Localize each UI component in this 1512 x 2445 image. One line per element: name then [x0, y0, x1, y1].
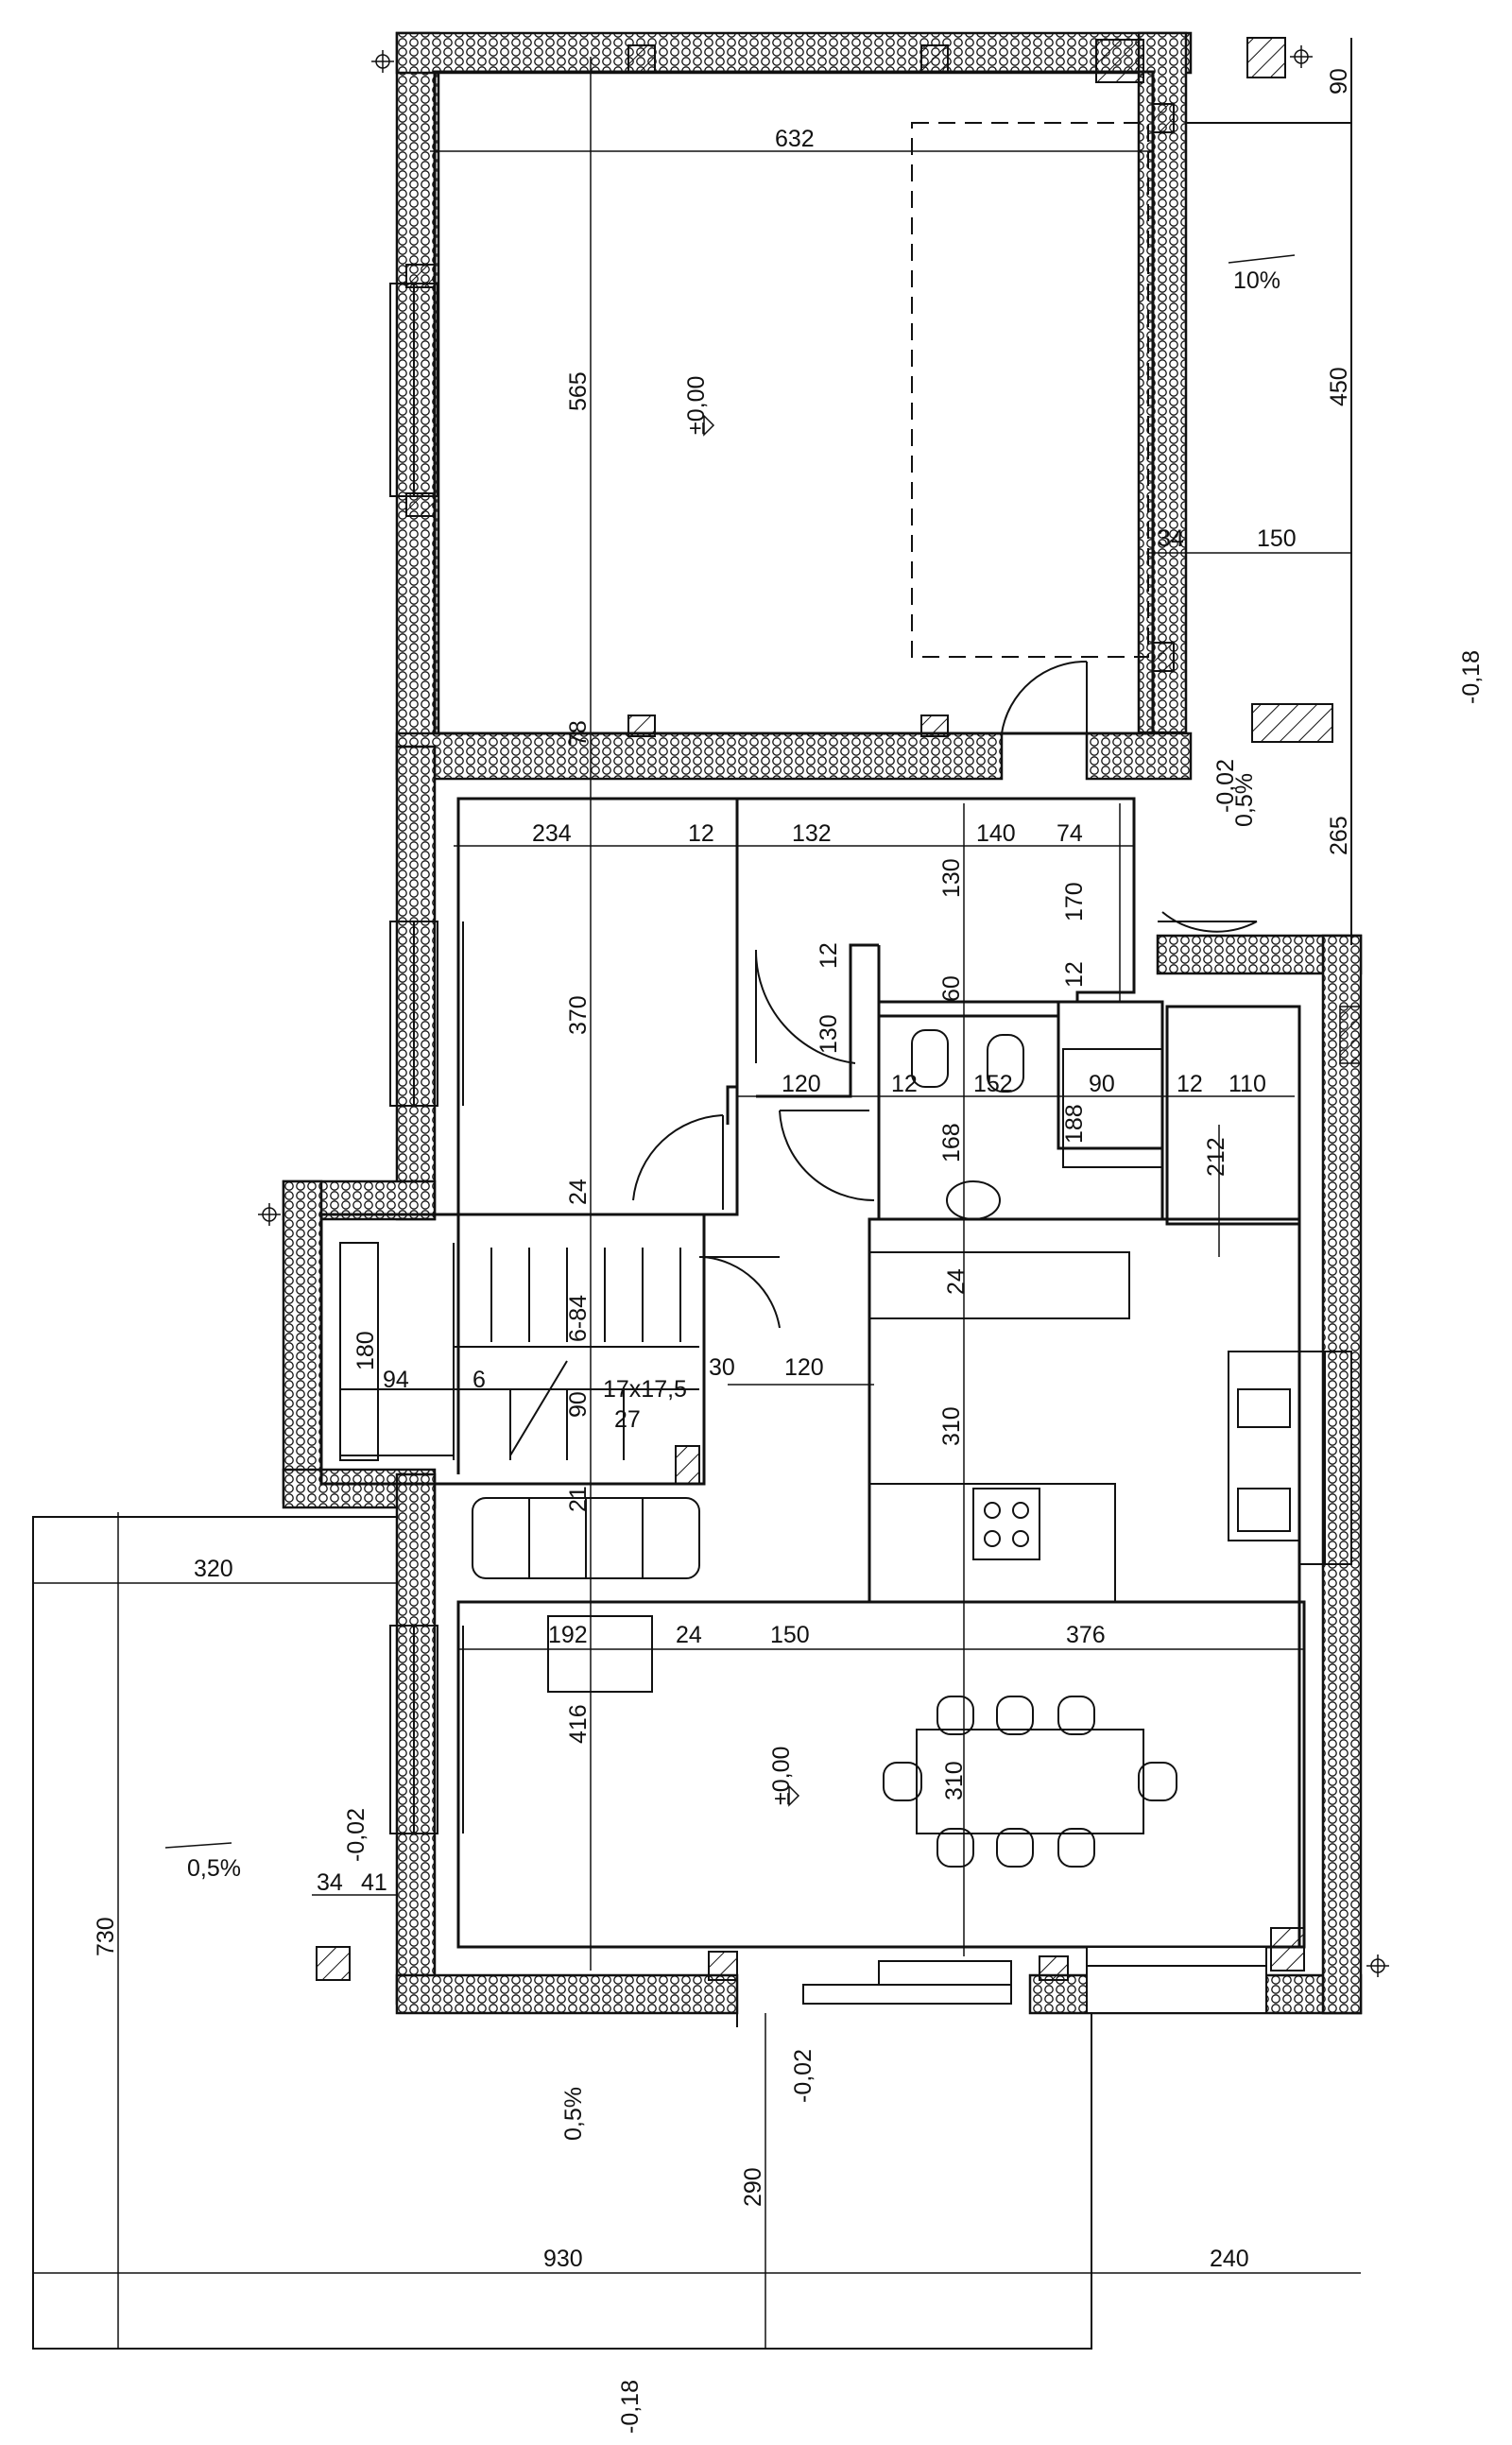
- dim-632: 632: [775, 126, 815, 152]
- dim-130-a: 130: [938, 858, 965, 898]
- dim-90-b: 90: [1089, 1071, 1115, 1097]
- dim-370: 370: [565, 995, 592, 1035]
- staircase: [339, 1242, 700, 1485]
- level-marks: ±0,00 ±0,00 -0,18 -0,18 -0,02 -0,02 -0,0…: [343, 376, 1485, 2434]
- dim-6-84: 6-84: [565, 1295, 592, 1342]
- living-window-left: [389, 1625, 464, 1834]
- dim-21: 21: [565, 1486, 592, 1512]
- dim-34-a: 34: [1158, 525, 1184, 552]
- doors: [632, 949, 875, 1329]
- dim-150-a: 150: [1257, 525, 1297, 552]
- dim-192: 192: [548, 1622, 588, 1648]
- dim-265: 265: [1326, 816, 1352, 855]
- dim-132: 132: [792, 820, 832, 847]
- dim-12-b: 12: [816, 942, 842, 969]
- dim-212: 212: [1203, 1137, 1229, 1177]
- bedroom-window: [389, 921, 464, 1107]
- slope-terrace-bottom: 0,5%: [560, 2087, 587, 2141]
- level-garage: ±0,00: [683, 376, 710, 435]
- dimension-texts: 90 632 450 565 34 150 78 234 12 132 140 …: [93, 68, 1352, 2272]
- dim-234: 234: [532, 820, 572, 847]
- dim-30: 30: [709, 1354, 735, 1381]
- level-outside-right: -0,18: [1458, 650, 1485, 704]
- dim-168: 168: [938, 1123, 965, 1162]
- dim-24-a: 24: [565, 1179, 592, 1205]
- level-outside-bottom: -0,18: [617, 2380, 644, 2434]
- slope-terrace-left: 0,5%: [187, 1855, 241, 1882]
- dim-60: 60: [938, 975, 965, 1002]
- dim-78: 78: [565, 720, 592, 747]
- dim-24-c: 24: [676, 1622, 702, 1648]
- slope-path: 0,5%: [1231, 773, 1258, 827]
- dim-150-b: 150: [770, 1622, 810, 1648]
- dim-6: 6: [472, 1367, 486, 1393]
- dim-130-b: 130: [816, 1014, 842, 1054]
- dim-120-b: 120: [784, 1354, 824, 1381]
- dim-27: 27: [614, 1406, 641, 1433]
- level-terrace-left: -0,02: [343, 1808, 369, 1862]
- dim-120-a: 120: [782, 1071, 821, 1097]
- dim-34-b: 34: [317, 1869, 343, 1896]
- terrace: [32, 1516, 1305, 2350]
- dim-140: 140: [976, 820, 1016, 847]
- dim-12-d: 12: [891, 1071, 918, 1097]
- level-entry: -0,02: [1212, 759, 1239, 813]
- dim-930: 930: [543, 2246, 583, 2272]
- dim-730: 730: [93, 1917, 119, 1956]
- dim-240: 240: [1210, 2246, 1249, 2272]
- dim-310-a: 310: [938, 1406, 965, 1446]
- dim-188: 188: [1061, 1104, 1088, 1144]
- dim-110: 110: [1228, 1071, 1266, 1097]
- dim-90: 90: [1326, 68, 1352, 95]
- dim-416: 416: [565, 1704, 592, 1744]
- dim-290: 290: [740, 2167, 766, 2207]
- dim-152: 152: [973, 1071, 1013, 1097]
- garage: [389, 39, 1175, 775]
- dim-12-a: 12: [688, 820, 714, 847]
- dim-170: 170: [1061, 882, 1088, 921]
- slope-marks: 10% 0,5% 0,5% 0,5%: [164, 254, 1296, 2141]
- dim-320: 320: [194, 1556, 233, 1582]
- dim-565: 565: [565, 371, 592, 411]
- level-terrace-bottom: -0,02: [790, 2049, 816, 2103]
- dimension-lines: [33, 38, 1361, 2349]
- dim-376: 376: [1066, 1622, 1106, 1648]
- level-living: ±0,00: [768, 1747, 795, 1805]
- dim-41: 41: [361, 1869, 387, 1896]
- dim-94: 94: [383, 1367, 409, 1393]
- slope-driveway: 10%: [1233, 267, 1280, 294]
- dim-74: 74: [1057, 820, 1083, 847]
- furniture: [472, 1029, 1300, 1868]
- stair-label: 17x17,5: [603, 1376, 687, 1403]
- survey-markers: [258, 45, 1389, 1977]
- dim-12-c: 12: [1061, 961, 1088, 988]
- dim-12-e: 12: [1177, 1071, 1203, 1097]
- dim-310-b: 310: [941, 1761, 968, 1800]
- dim-24-b: 24: [943, 1268, 970, 1295]
- dim-450: 450: [1326, 367, 1352, 406]
- dim-180: 180: [352, 1331, 379, 1370]
- dim-90-c: 90: [565, 1391, 592, 1418]
